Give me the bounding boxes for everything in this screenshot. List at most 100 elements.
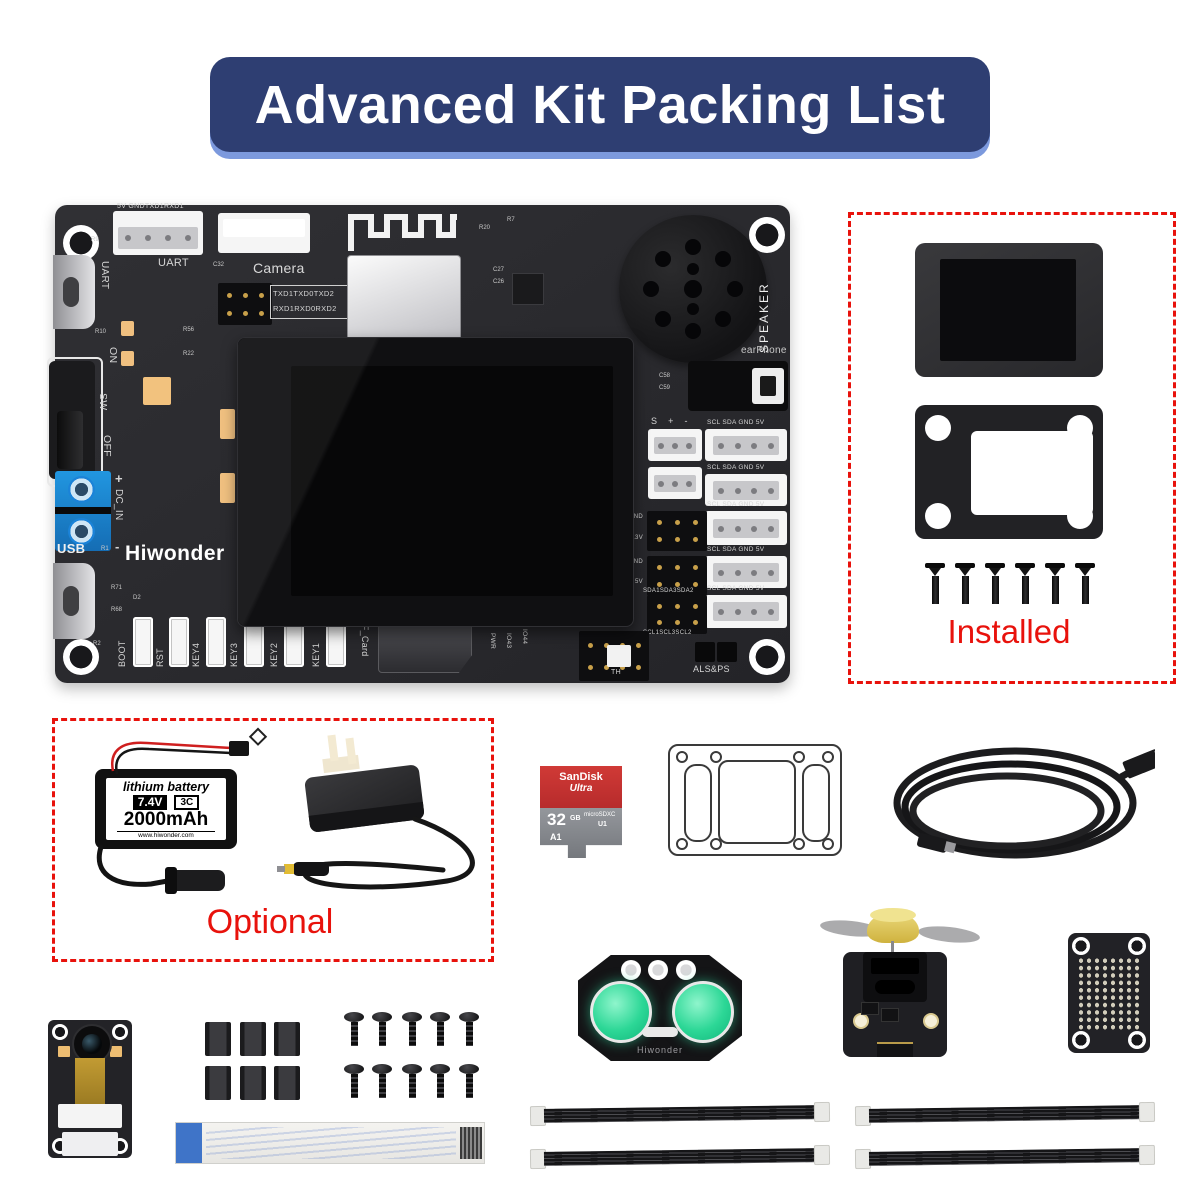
sensor-window <box>676 960 696 980</box>
speaker-holes-icon <box>643 239 743 339</box>
rxd-row: RXD1RXD0RXD2 <box>273 304 337 313</box>
silkscreen-ref: D2 <box>133 595 141 601</box>
silkscreen-ref: R9 <box>91 237 99 243</box>
wifi-module-shield <box>347 255 461 343</box>
boot-button-label: BOOT <box>117 640 127 667</box>
standoff-spacer <box>274 1022 300 1056</box>
fan-module <box>819 895 981 1085</box>
ps-sensor <box>717 642 737 662</box>
usb-cable <box>893 745 1155 859</box>
speaker-label: SPEAKER <box>757 282 771 353</box>
round-screw <box>372 1064 392 1100</box>
mount-hole <box>63 639 99 675</box>
round-screw <box>344 1012 364 1048</box>
io-header <box>579 631 649 681</box>
optional-label: Optional <box>206 903 334 941</box>
controller-board: 5V GNDTXD1RXD1 UART Camera TXD1TXD0TXD2 … <box>47 203 790 683</box>
sensor-window <box>648 960 668 980</box>
silkscreen-top-pins: 5V GNDTXD1RXD1 <box>117 203 184 210</box>
gnd-label: GND <box>628 559 643 565</box>
bus-label: SCL SDA GND 5V <box>707 464 765 471</box>
battery-voltage: 7.4V <box>132 795 168 810</box>
silkscreen-ref: R1 <box>101 546 109 552</box>
dc-in-label: DC_IN <box>113 489 124 521</box>
inductor-component <box>220 409 235 439</box>
bus-label: SCL SDA GND 5V <box>707 546 765 553</box>
standoff-spacer <box>205 1022 231 1056</box>
boot-button <box>133 617 153 667</box>
jst-cable <box>529 1101 831 1127</box>
dot-matrix-module <box>1068 933 1150 1053</box>
ribbon-cable <box>175 1122 485 1164</box>
mount-hole <box>749 217 785 253</box>
sd-capacity: 32 <box>547 810 566 829</box>
switch-off-label: OFF <box>101 435 113 457</box>
fan-motor <box>867 908 919 943</box>
round-screw <box>459 1064 479 1100</box>
io44-label: IO44 <box>521 629 528 645</box>
flat-screw <box>1075 563 1095 609</box>
io43-label: IO43 <box>505 633 512 649</box>
round-screw <box>402 1064 422 1100</box>
switch-sw-label: SW <box>97 393 109 411</box>
uart-connector <box>113 211 203 255</box>
led-dot-grid <box>1077 957 1141 1031</box>
jst-cable <box>854 1144 1156 1170</box>
als-sensor <box>695 642 715 662</box>
ribbon-stiffener <box>176 1123 202 1163</box>
usb-c-port <box>53 255 95 329</box>
power-switch <box>49 361 95 479</box>
txd-row: TXD1TXD0TXD2 <box>273 289 335 298</box>
earphone-label: earPhone <box>741 345 787 356</box>
silkscreen-ref: C26 <box>493 279 505 285</box>
fuse-component <box>121 351 134 366</box>
servo-connector <box>648 429 702 461</box>
key2-button <box>284 617 304 667</box>
jst-cable <box>854 1101 1156 1127</box>
silkscreen-ref: C58 <box>659 373 671 379</box>
key1-button <box>326 617 346 667</box>
sd-app-class: A1 <box>550 832 562 842</box>
camera-label: Camera <box>253 260 305 276</box>
tf-card-label: TF_Card <box>360 619 370 657</box>
installed-label: Installed <box>947 613 1071 650</box>
battery-title: lithium battery <box>122 780 210 794</box>
silkscreen-ref: R2 <box>93 641 101 647</box>
txd-rxd-block: TXD1TXD0TXD2 RXD1RXD0RXD2 <box>270 285 354 319</box>
module-slot <box>642 1027 678 1037</box>
flat-screw <box>1045 563 1065 609</box>
pcb-hole <box>923 1013 939 1029</box>
key4-button-label: KEY4 <box>191 642 201 667</box>
uart-side-label: UART <box>99 261 110 290</box>
usb-label: USB <box>57 541 86 556</box>
switch-on-label: ON <box>107 347 119 364</box>
silkscreen-ref: C32 <box>213 262 225 268</box>
silkscreen-ref: C27 <box>493 267 505 273</box>
optional-wires-icon <box>96 727 475 894</box>
silkscreen-ref: R68 <box>111 607 123 613</box>
sd-speed-class: U1 <box>598 821 607 828</box>
standoff-spacer <box>240 1022 266 1056</box>
ffc-connector <box>58 1104 122 1128</box>
tft-screen <box>915 243 1103 377</box>
flat-screw <box>985 563 1005 609</box>
flat-screw <box>925 563 945 609</box>
ffc-connector <box>62 1132 118 1156</box>
fan-connector <box>877 1042 913 1057</box>
inductor-component <box>143 377 171 405</box>
optional-group-box: lithium battery 7.4V 3C 2000mAh www.hiwo… <box>52 718 494 962</box>
motor-shaft <box>891 941 894 953</box>
power-header-5v <box>647 556 707 596</box>
green-led-eye <box>672 981 734 1043</box>
bus-connector <box>705 429 787 461</box>
dc-plus-label: + <box>115 471 123 486</box>
battery-c-rate: 3C <box>174 795 200 810</box>
bus-label: SCL SDA GND 5V <box>707 585 765 592</box>
ribbon-print <box>206 1127 456 1159</box>
uart-label: UART <box>158 257 189 269</box>
bus-connector <box>705 595 787 628</box>
silkscreen-ref: R22 <box>183 351 195 357</box>
jumper-header <box>218 283 272 325</box>
gnd-label: GND <box>628 514 643 520</box>
